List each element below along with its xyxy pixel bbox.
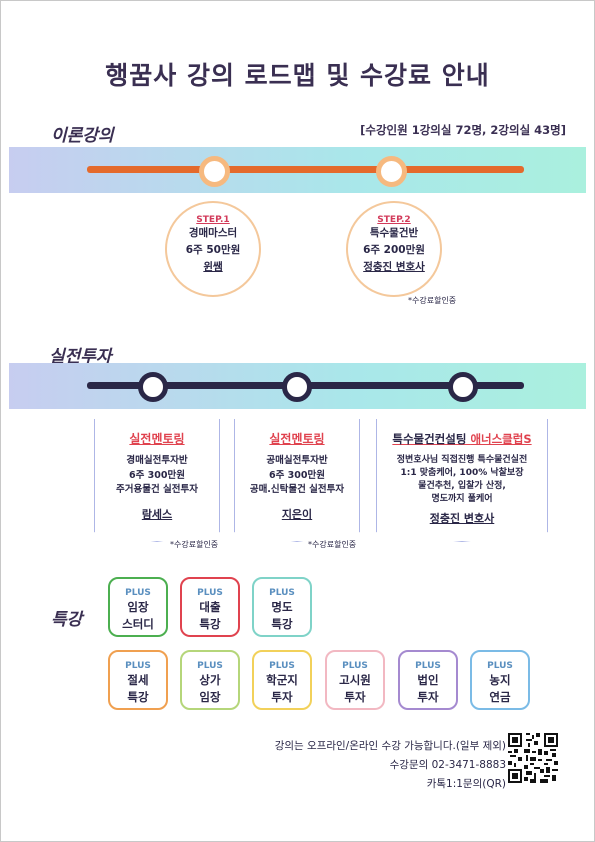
card2-instructor: 지은이 — [281, 507, 313, 521]
step1-price: 6주 50만원 — [185, 244, 241, 256]
card-special-consulting: 특수물건컨설팅 애너스클럽S 정변호사님 직접진행 특수물건실전 1:1 맞춤케… — [376, 419, 548, 542]
plus-title-line2: 특강 — [199, 617, 221, 631]
plus-card-farmland: PLUS 농지 연금 — [470, 650, 530, 710]
page-title: 행꿈사 강의 로드맵 및 수강료 안내 — [105, 61, 490, 90]
plus-label: PLUS — [125, 661, 151, 671]
card1-price: 6주 300만원 — [129, 469, 185, 481]
plus-card-site-study: PLUS 임장 스터디 — [108, 577, 168, 637]
section-label-theory: 이론강의 — [51, 126, 114, 146]
plus-card-tax: PLUS 절세 특강 — [108, 650, 168, 710]
plus-title-line1: 절세 — [127, 673, 149, 687]
card-mentoring-public: 실전멘토링 공매실전투자반 6주 300만원 공매.신탁물건 실전투자 지은이 — [234, 419, 360, 542]
plus-label: PLUS — [269, 661, 295, 671]
plus-title-line2: 임장 — [199, 690, 221, 704]
plus-card-commercial: PLUS 상가 임장 — [180, 650, 240, 710]
plus-label: PLUS — [487, 661, 513, 671]
card3-line2: 1:1 맞춤케어, 100% 낙찰보장 — [400, 468, 524, 478]
info-phone: 수강문의 02-3471-8883 — [389, 759, 506, 771]
plus-label: PLUS — [269, 588, 295, 598]
plus-title-line2: 투자 — [417, 690, 439, 704]
card2-desc: 공매.신탁물건 실전투자 — [249, 484, 345, 495]
plus-label: PLUS — [342, 661, 368, 671]
plus-title-line2: 투자 — [344, 690, 366, 704]
plus-label: PLUS — [125, 588, 151, 598]
card1-course: 경매실전투자반 — [126, 455, 188, 466]
card-mentoring-auction: 실전멘토링 경매실전투자반 6주 300만원 주거용물건 실전투자 람세스 — [94, 419, 220, 542]
step2-course: 특수물건반 — [369, 227, 419, 239]
card3-line3: 물건추천, 입찰가 산정, — [418, 481, 506, 491]
info-kakao: 카톡1:1문의(QR) — [426, 778, 506, 790]
section-label-special: 특강 — [51, 610, 83, 630]
timeline-node-consulting — [448, 372, 478, 402]
step1-label: STEP.1 — [196, 215, 230, 225]
card1-instructor: 람세스 — [141, 507, 173, 521]
card2-price: 6주 300만원 — [269, 469, 325, 481]
plus-title-line2: 연금 — [489, 690, 511, 704]
card3-title-brand: 애너스클럽S — [470, 432, 532, 446]
plus-title-line1: 임장 — [127, 600, 149, 614]
plus-title-line2: 투자 — [271, 690, 293, 704]
timeline-node-mentoring2 — [282, 372, 312, 402]
card2-title: 실전멘토링 — [269, 432, 325, 446]
card3-title-main: 특수물건컨설팅 — [392, 432, 471, 446]
step1-course: 경매마스터 — [188, 227, 238, 239]
plus-title-line1: 학군지 — [266, 673, 298, 687]
step1-instructor: 윈쌤 — [203, 261, 223, 273]
theory-discount-note: *수강료할인중 — [408, 296, 457, 305]
card1-discount-note: *수강료할인중 — [170, 540, 219, 549]
card3-line4: 명도까지 풀케어 — [431, 494, 493, 504]
card2-course: 공매실전투자반 — [266, 455, 328, 466]
card3-instructor: 정충진 변호사 — [429, 512, 495, 525]
plus-title-line2: 특강 — [127, 690, 149, 704]
timeline-node-step1 — [199, 156, 230, 187]
plus-title-line2: 특강 — [271, 617, 293, 631]
card3-title: 특수물건컨설팅 애너스클럽S — [377, 430, 547, 448]
plus-card-school-district: PLUS 학군지 투자 — [252, 650, 312, 710]
card1-desc: 주거용물건 실전투자 — [116, 484, 198, 495]
timeline-node-step2 — [376, 156, 407, 187]
timeline-node-mentoring1 — [138, 372, 168, 402]
info-online-offline: 강의는 오프라인/온라인 수강 가능합니다.(일부 제외) — [274, 740, 506, 752]
step2-label: STEP.2 — [377, 215, 411, 225]
plus-label: PLUS — [197, 588, 223, 598]
plus-title-line1: 법인 — [417, 673, 439, 687]
plus-title-line1: 명도 — [271, 600, 293, 614]
capacity-text: [수강인원 1강의실 72명, 2강의실 43명] — [360, 123, 566, 137]
section-label-practice: 실전투자 — [49, 347, 112, 367]
plus-card-loan: PLUS 대출 특강 — [180, 577, 240, 637]
step2-circle: STEP.2 특수물건반 6주 200만원 정충진 변호사 — [346, 201, 442, 297]
card2-discount-note: *수강료할인중 — [308, 540, 357, 549]
step2-price: 6주 200만원 — [363, 244, 425, 256]
plus-title-line1: 농지 — [489, 673, 511, 687]
step1-circle: STEP.1 경매마스터 6주 50만원 윈쌤 — [165, 201, 261, 297]
plus-title-line1: 대출 — [199, 600, 221, 614]
card3-line1: 정변호사님 직접진행 특수물건실전 — [396, 455, 528, 465]
plus-card-corporate: PLUS 법인 투자 — [398, 650, 458, 710]
plus-title-line1: 상가 — [199, 673, 221, 687]
plus-title-line2: 스터디 — [122, 617, 154, 631]
theory-timeline — [87, 166, 524, 173]
card1-title: 실전멘토링 — [129, 432, 185, 446]
qr-code-icon[interactable] — [508, 733, 558, 783]
plus-title-line1: 고시원 — [339, 673, 371, 687]
plus-card-eviction: PLUS 명도 특강 — [252, 577, 312, 637]
step2-instructor: 정충진 변호사 — [363, 261, 425, 273]
plus-label: PLUS — [415, 661, 441, 671]
plus-card-gosiwon: PLUS 고시원 투자 — [325, 650, 385, 710]
plus-label: PLUS — [197, 661, 223, 671]
